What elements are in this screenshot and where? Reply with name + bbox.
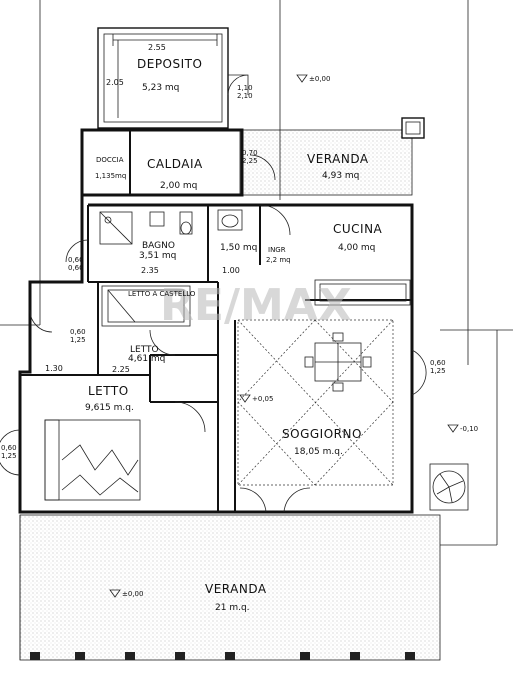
dim-line: 0,60	[68, 264, 84, 272]
veranda-bottom-area: 21 m.q.	[215, 603, 250, 613]
wc-area: 1,50 mq	[220, 243, 257, 253]
caldaia-area: 2,00 mq	[160, 181, 197, 191]
bagno-fixtures	[99, 209, 243, 245]
labels: 2.55 2.05 DEPOSITO 5,23 mq CALDAIA 2,00 …	[45, 43, 478, 613]
soggiorno-name: SOGGIORNO	[282, 427, 362, 441]
veranda-bottom-name: VERANDA	[205, 582, 267, 596]
fan-icon	[429, 463, 469, 511]
dim-1-30: 1.30	[45, 364, 63, 373]
letto-small-width: 2.25	[112, 365, 130, 374]
bagno-area: 3,51 mq	[139, 251, 176, 261]
level-bottom: ±0,00	[122, 590, 143, 598]
veranda-top-name: VERANDA	[307, 152, 369, 166]
ingr-name: INGR	[268, 246, 286, 254]
dim-line: 1,25	[70, 336, 86, 344]
letto-small-name: LETTO	[130, 345, 159, 355]
letto-small-area: 4,61 mq	[128, 354, 165, 364]
doccia-area: 1,135mq	[95, 172, 126, 180]
dim-line: 1,25	[430, 367, 446, 375]
level-soggiorno: +0,05	[252, 395, 273, 403]
deposito-width: 2.55	[148, 43, 166, 52]
dim-line: 1,25	[1, 452, 17, 460]
level-right: -0,10	[460, 425, 478, 433]
veranda-top-floor	[240, 130, 412, 195]
double-bed	[44, 419, 141, 501]
ingr-area: 2,2 mq	[266, 256, 291, 264]
level-markers	[109, 74, 459, 598]
deposito-room	[97, 27, 249, 129]
castello-name: LETTO A CASTELLO	[128, 290, 196, 298]
letto-big-area: 9,615 m.q.	[85, 403, 134, 413]
veranda-top-area: 4,93 mq	[322, 171, 359, 181]
dim-line: 2,10	[237, 92, 253, 100]
doccia-name: DOCCIA	[96, 156, 124, 164]
dim-line: 2,25	[242, 157, 258, 165]
deposito-height: 2.05	[106, 78, 124, 87]
watermark: RE/MAX	[160, 280, 352, 331]
apartment-walls	[18, 128, 414, 514]
level-top: ±0,00	[309, 75, 330, 83]
door-swings	[0, 154, 427, 513]
kitchen-counter	[314, 279, 411, 306]
dining-table	[304, 332, 372, 392]
bagno-width: 2.35	[141, 266, 159, 275]
wc-width: 1.00	[222, 266, 240, 275]
veranda-bottom-floor	[20, 515, 440, 660]
cucina-name: CUCINA	[333, 222, 383, 236]
cucina-area: 4,00 mq	[338, 243, 375, 253]
column	[401, 117, 425, 139]
veranda-posts	[30, 652, 415, 660]
ceiling-diagonals	[237, 319, 394, 486]
bagno-name: BAGNO	[142, 241, 175, 251]
veranda-top-outline	[239, 129, 413, 196]
site-lines	[0, 0, 513, 660]
letto-big-name: LETTO	[88, 384, 129, 398]
castello-bed	[101, 285, 191, 327]
caldaia-name: CALDAIA	[147, 157, 203, 171]
deposito-name: DEPOSITO	[137, 57, 202, 71]
deposito-area: 5,23 mq	[142, 83, 179, 93]
soggiorno-area: 18,05 m.q.	[294, 447, 343, 457]
